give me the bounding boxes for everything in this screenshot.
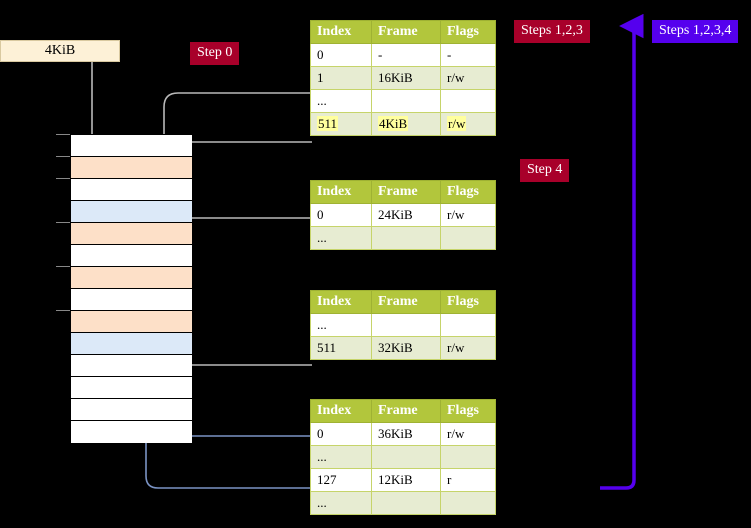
col-header-frame: Frame xyxy=(371,20,441,44)
cell-flags: - xyxy=(440,43,496,67)
cell-index: ... xyxy=(310,491,372,515)
cell-frame: 16KiB xyxy=(371,66,441,90)
col-header-flags: Flags xyxy=(440,290,496,314)
badge-step-0: Step 0 xyxy=(190,42,240,65)
cell-frame: 32KiB xyxy=(371,336,441,360)
cell-frame: 4KiB xyxy=(371,112,441,136)
cell-frame xyxy=(371,89,441,113)
cell-flags xyxy=(440,313,496,337)
memory-frame-row xyxy=(71,399,192,421)
cell-index: ... xyxy=(310,313,372,337)
cell-index: 127 xyxy=(310,468,372,492)
table-row: 0-- xyxy=(310,43,496,67)
cell-flags: r/w xyxy=(440,336,496,360)
cell-frame xyxy=(371,491,441,515)
badge-steps-123: Steps 1,2,3 xyxy=(514,20,590,43)
mem-block-4kib: 4KiB xyxy=(0,40,120,62)
cell-flags: r xyxy=(440,468,496,492)
memory-frame-row xyxy=(71,245,192,267)
cell-flags: r/w xyxy=(440,203,496,227)
memory-frame-row xyxy=(71,333,192,355)
col-header-frame: Frame xyxy=(371,399,441,423)
mem-block-label: 4KiB xyxy=(44,43,76,58)
memory-address-tick xyxy=(56,222,70,223)
col-header-frame: Frame xyxy=(371,180,441,204)
memory-address-tick xyxy=(56,266,70,267)
cell-index: 511 xyxy=(310,112,372,136)
table-row: ... xyxy=(310,313,496,337)
table-row: 511 4KiB r/w xyxy=(310,112,496,136)
col-header-index: Index xyxy=(310,20,372,44)
col-header-flags: Flags xyxy=(440,20,496,44)
cell-index: ... xyxy=(310,445,372,469)
col-header-index: Index xyxy=(310,180,372,204)
cell-frame xyxy=(371,313,441,337)
memory-frame-row xyxy=(71,355,192,377)
memory-frame-row xyxy=(71,223,192,245)
col-header-index: Index xyxy=(310,399,372,423)
memory-address-tick xyxy=(56,156,70,157)
table-row: ... xyxy=(310,445,496,469)
cell-index: 0 xyxy=(310,422,372,446)
memory-frame-row xyxy=(71,179,192,201)
badge-step-4: Step 4 xyxy=(520,159,570,182)
cell-index: 0 xyxy=(310,203,372,227)
cell-index: ... xyxy=(310,89,372,113)
cell-index: 0 xyxy=(310,43,372,67)
badge-steps-1234: Steps 1,2,3,4 xyxy=(652,20,739,43)
cell-flags: r/w xyxy=(440,112,496,136)
col-header-flags: Flags xyxy=(440,180,496,204)
memory-frame-row xyxy=(71,289,192,311)
col-header-flags: Flags xyxy=(440,399,496,423)
cell-flags xyxy=(440,226,496,250)
memory-frame-row xyxy=(71,201,192,223)
cell-frame: 36KiB xyxy=(371,422,441,446)
cell-flags: r/w xyxy=(440,66,496,90)
memory-frame-row xyxy=(71,267,192,289)
memory-frame-row xyxy=(71,421,192,443)
memory-address-tick xyxy=(56,310,70,311)
badge-steps-123-label: Steps 1,2,3 xyxy=(521,23,583,38)
cell-frame: - xyxy=(371,43,441,67)
badge-step-0-label: Step 0 xyxy=(197,45,233,60)
col-header-frame: Frame xyxy=(371,290,441,314)
cell-index: ... xyxy=(310,226,372,250)
cell-index: 511 xyxy=(310,336,372,360)
cell-frame: 12KiB xyxy=(371,468,441,492)
cell-flags xyxy=(440,445,496,469)
cell-index: 1 xyxy=(310,66,372,90)
memory-address-tick xyxy=(56,178,70,179)
cell-highlight: 511 xyxy=(317,116,339,131)
cell-frame: 24KiB xyxy=(371,203,441,227)
table-row: ... xyxy=(310,89,496,113)
table-row: ... xyxy=(310,491,496,515)
memory-frame-row xyxy=(71,157,192,179)
cell-highlight: r/w xyxy=(447,116,467,131)
cell-frame xyxy=(371,445,441,469)
memory-address-tick xyxy=(56,134,70,135)
cell-flags xyxy=(440,89,496,113)
badge-step-4-label: Step 4 xyxy=(527,162,563,177)
memory-column xyxy=(70,134,192,443)
cell-highlight: 4KiB xyxy=(378,116,409,131)
badge-steps-1234-label: Steps 1,2,3,4 xyxy=(659,23,732,38)
col-header-index: Index xyxy=(310,290,372,314)
cell-flags: r/w xyxy=(440,422,496,446)
memory-frame-row xyxy=(71,135,192,157)
table-row: ... xyxy=(310,226,496,250)
memory-frame-row xyxy=(71,377,192,399)
cell-frame xyxy=(371,226,441,250)
memory-frame-row xyxy=(71,311,192,333)
cell-flags xyxy=(440,491,496,515)
